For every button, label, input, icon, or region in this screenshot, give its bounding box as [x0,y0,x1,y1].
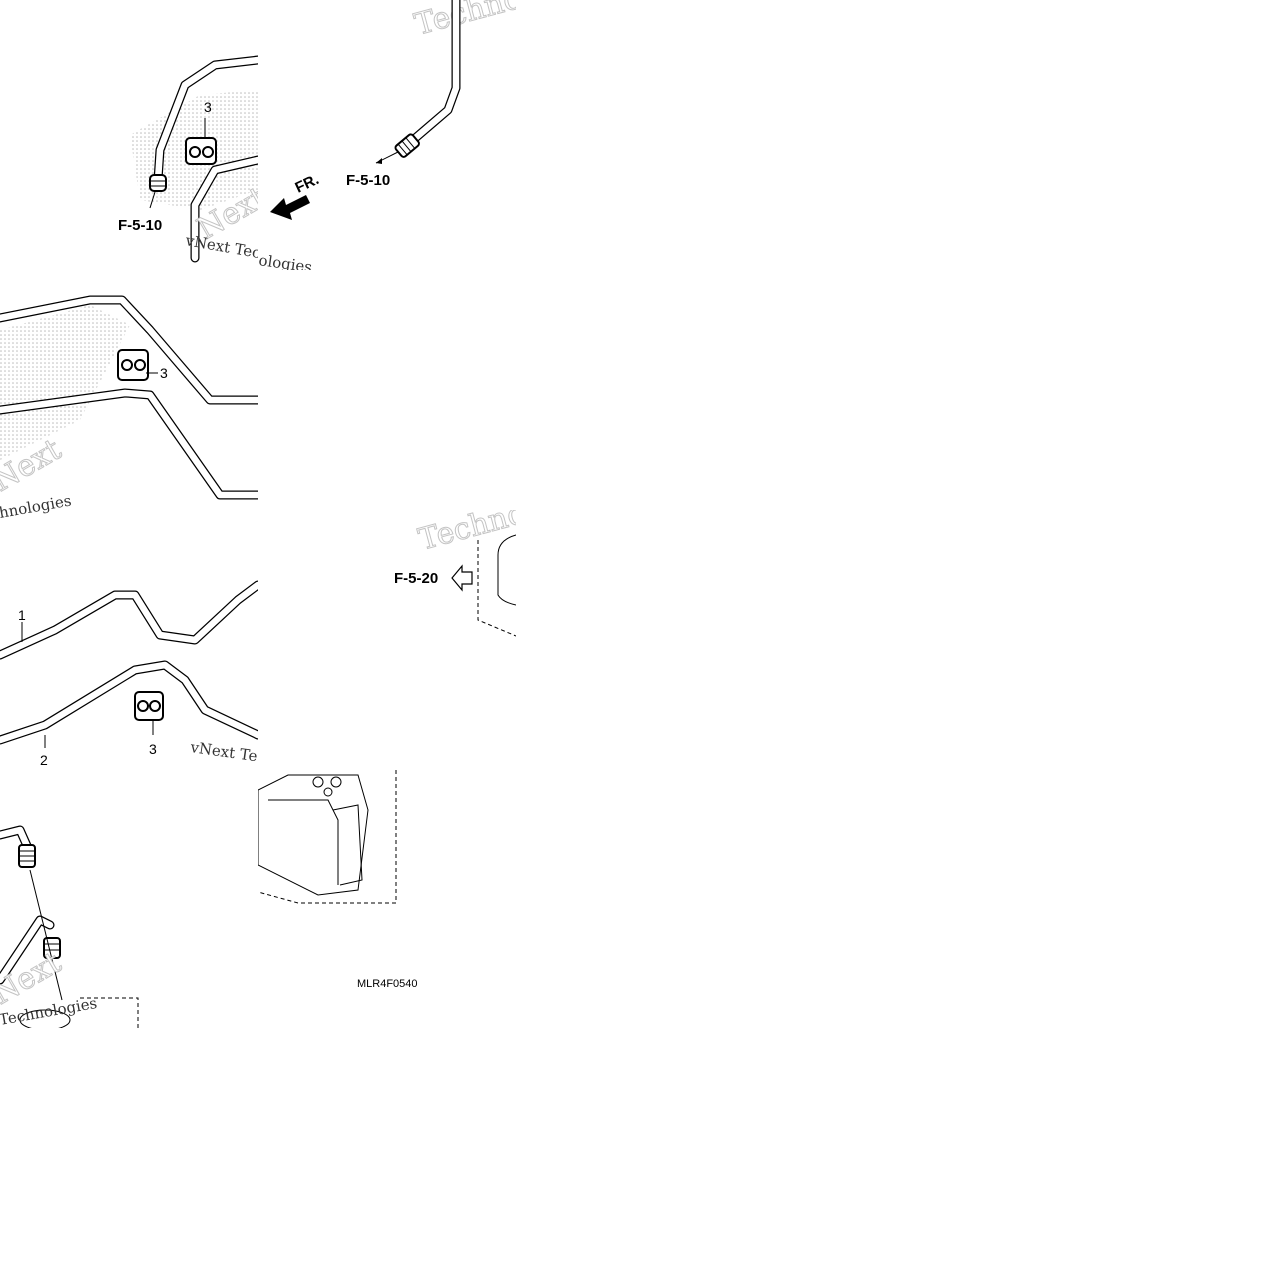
diagram-tile-mid-right: Techno F-5-20 [390,510,516,640]
diagram-tile-lower-left: 1 2 3 vNext Tec [0,580,258,770]
pipe-clip-icon [134,691,164,721]
watermark: hnologies [0,492,73,520]
pipe-clip-drawing-e: 1 2 3 vNext Tec [0,580,258,768]
part-number-clip: 3 [149,741,157,757]
part-number-clip: 3 [160,365,168,381]
pipe-fitting-icon [394,133,420,158]
watermark: Techno [415,510,516,558]
dashed-outline [477,540,516,637]
diagram-tile-lower-right [258,770,408,910]
reference-drawing-d: Techno F-5-20 [394,510,516,637]
part-number-pipe-2: 2 [40,752,48,768]
reference-callout: F-5-10 [346,172,390,189]
shade-area [0,305,130,460]
figure-code-label: MLR4F0540 [357,978,418,990]
modulator-body [258,774,369,896]
front-direction-arrow-icon [270,195,310,220]
dashed-outline [80,997,139,1028]
part-number-clip: 3 [204,99,212,115]
fitting-drawing-g: Next Technologies [0,825,139,1028]
reference-callout: F-5-10 [118,217,162,234]
front-label: FR. [293,171,322,197]
watermark: ologies [258,251,313,270]
pipe-fitting-icon [18,844,36,868]
pipe-drawing-b: Techno F-5-10 FR. ologies [258,0,516,270]
dashed-outline [258,770,397,904]
pipe-clip-drawing-c: 3 Next hnologies [0,295,258,520]
figure-code: MLR4F0540 [357,978,418,990]
diagram-tile-mid-left: 3 Next hnologies [0,270,258,520]
diagram-tile-top-right: Techno F-5-10 FR. ologies [258,0,516,270]
pipe-clip-drawing-a: 3 F-5-10 Next vNext Tec [118,55,258,263]
watermark: vNext Tec [188,738,258,767]
component-outline [497,534,516,606]
pipe-fitting-icon [149,174,167,192]
diagram-tile-top-left: 3 F-5-10 Next vNext Tec [0,0,258,270]
modulator-drawing-f [258,770,397,904]
reference-arrow-icon [451,564,473,592]
pipe-clip-icon [185,137,217,165]
diagram-tile-bottom-left: Next Technologies [0,820,140,1028]
pipe-clip-icon [117,349,149,381]
watermark: Techno [411,0,516,43]
reference-callout: F-5-20 [394,570,438,587]
part-number-pipe-1: 1 [18,607,26,623]
